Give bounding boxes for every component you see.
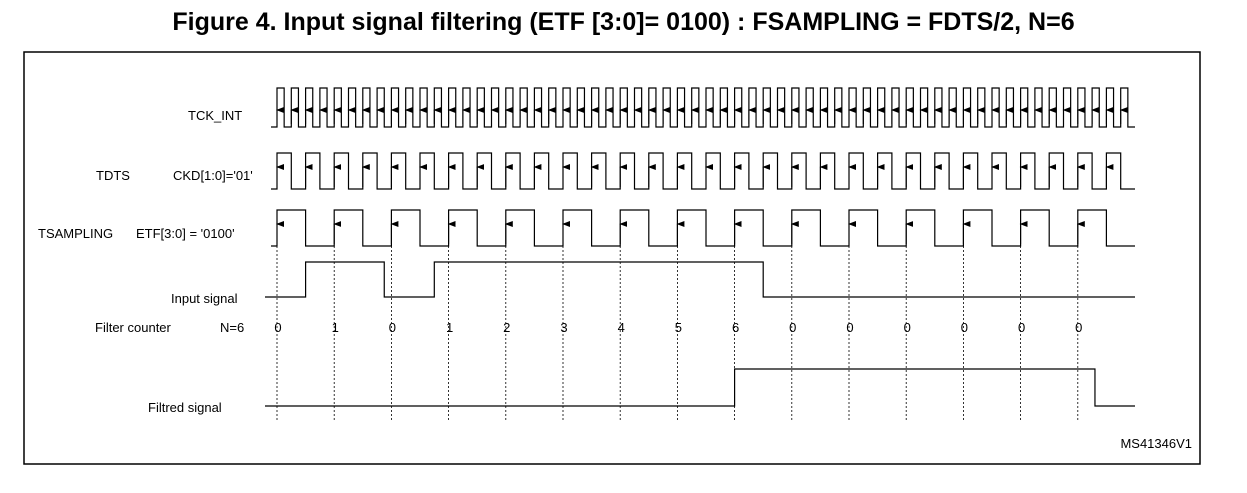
figure-frame [23,51,1201,465]
filter-counter-value: 6 [732,320,739,335]
filtered-signal-waveform [265,368,1135,407]
filter-counter-value: 4 [618,320,625,335]
input-signal-label: Input signal [171,291,238,306]
filter-counter-values: 0 1 0 1 2 3 4 5 6 0 0 0 0 0 0 [274,320,1082,335]
filter-counter-value: 0 [1018,320,1025,335]
tck-int-label: TCK_INT [188,108,242,123]
filter-counter-value: 0 [789,320,796,335]
tdts-ckd-note: CKD[1:0]='01' [173,168,253,183]
figure-title: Figure 4. Input signal filtering (ETF [3… [172,8,1075,36]
filter-counter-value: 1 [332,320,339,335]
filter-counter-n-note: N=6 [220,320,244,335]
filter-counter-label: Filter counter [95,320,172,335]
tck-int-waveform [271,87,1135,128]
filter-counter-value: 1 [446,320,453,335]
tsampling-label: TSAMPLING [38,226,113,241]
filter-counter-value: 0 [846,320,853,335]
tdts-waveform [271,152,1135,190]
tck-int-rising-edges [276,107,1128,124]
filter-counter-value: 0 [904,320,911,335]
tsampling-waveform [271,209,1135,247]
filter-counter-value: 0 [1075,320,1082,335]
filter-counter-value: 0 [274,320,281,335]
tdts-label: TDTS [96,168,130,183]
filtered-signal-label: Filtred signal [148,400,222,415]
tdts-rising-edges [276,164,1114,187]
figure-reference-id: MS41346V1 [1120,436,1192,451]
filter-counter-value: 2 [503,320,510,335]
filter-counter-value: 5 [675,320,682,335]
input-signal-waveform [265,261,1135,298]
filter-counter-value: 0 [389,320,396,335]
filter-counter-value: 3 [560,320,567,335]
tsampling-rising-edges [276,221,1085,244]
tsampling-etf-note: ETF[3:0] = '0100' [136,226,235,241]
filter-counter-value: 0 [961,320,968,335]
